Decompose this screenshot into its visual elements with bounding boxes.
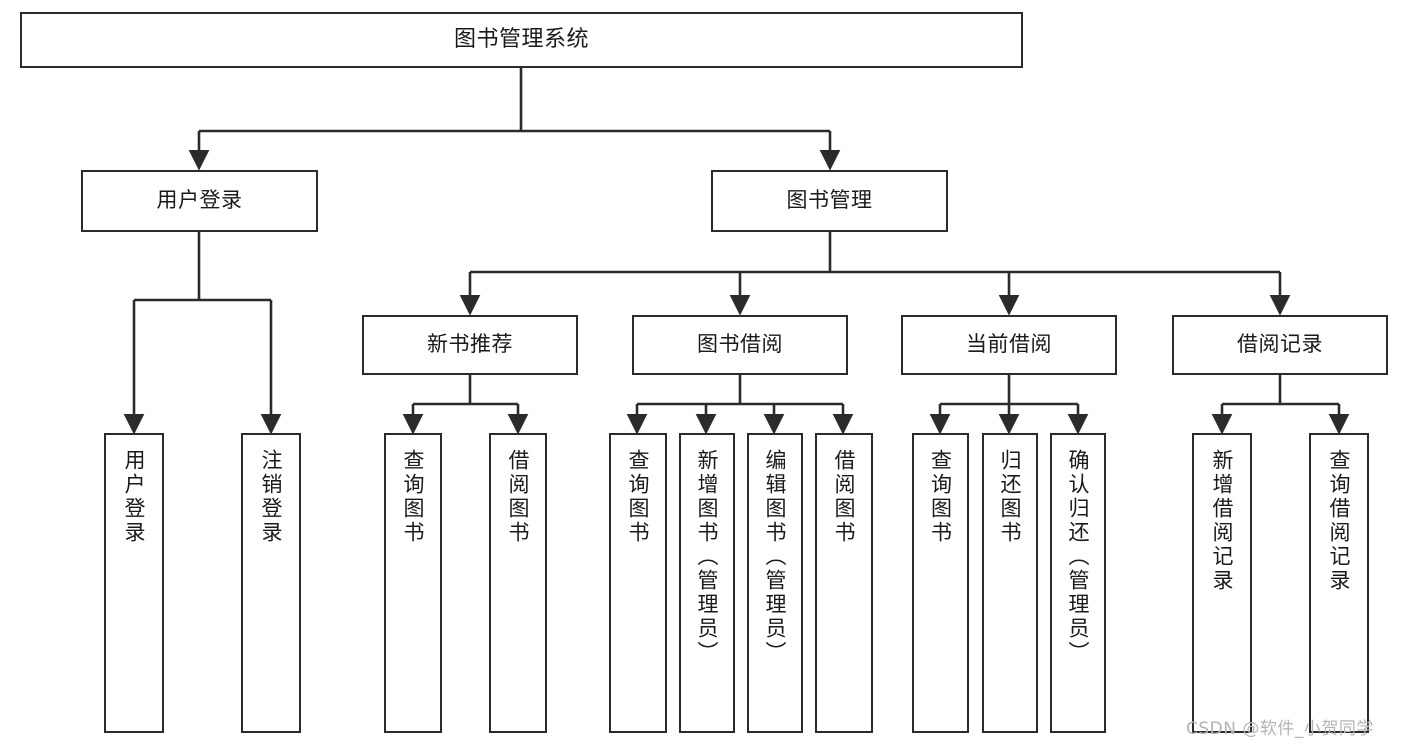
node-leaf-query-borrow-record-label: 查询借阅记录 xyxy=(1327,449,1352,593)
node-borrow-records[interactable]: 借阅记录 xyxy=(1172,315,1388,375)
node-leaf-query-book-b-label: 查询图书 xyxy=(626,449,651,545)
watermark: CSDN @软件_小贺同学 xyxy=(1186,719,1374,739)
node-leaf-add-book-admin[interactable]: 新增图书（管理员） xyxy=(679,433,735,733)
node-root-label: 图书管理系统 xyxy=(453,26,589,52)
node-leaf-borrow-book-a-label: 借阅图书 xyxy=(506,449,531,545)
node-leaf-edit-book-admin[interactable]: 编辑图书（管理员） xyxy=(747,433,803,733)
node-book-management-label: 图书管理 xyxy=(786,188,873,213)
node-book-borrow-label: 图书借阅 xyxy=(697,332,783,357)
node-leaf-return-book[interactable]: 归还图书 xyxy=(982,433,1038,733)
node-new-book-recommend[interactable]: 新书推荐 xyxy=(362,315,578,375)
node-leaf-query-book-b[interactable]: 查询图书 xyxy=(609,433,667,733)
node-leaf-logout-label: 注销登录 xyxy=(259,449,284,545)
node-leaf-add-borrow-record-label: 新增借阅记录 xyxy=(1210,449,1235,593)
node-leaf-confirm-return-admin-label: 确认归还（管理员） xyxy=(1066,449,1091,665)
node-leaf-query-borrow-record[interactable]: 查询借阅记录 xyxy=(1309,433,1369,733)
node-user-login-label: 用户登录 xyxy=(156,188,243,213)
node-leaf-add-book-admin-label: 新增图书（管理员） xyxy=(695,449,720,665)
node-leaf-query-book-c-label: 查询图书 xyxy=(928,449,953,545)
node-book-borrow[interactable]: 图书借阅 xyxy=(632,315,848,375)
node-leaf-query-book-a-label: 查询图书 xyxy=(401,449,426,545)
node-leaf-return-book-label: 归还图书 xyxy=(998,449,1023,545)
node-leaf-user-login-label: 用户登录 xyxy=(122,449,147,545)
node-leaf-borrow-book-a[interactable]: 借阅图书 xyxy=(489,433,547,733)
node-leaf-add-borrow-record[interactable]: 新增借阅记录 xyxy=(1192,433,1252,733)
node-book-management[interactable]: 图书管理 xyxy=(711,170,948,232)
node-leaf-query-book-c[interactable]: 查询图书 xyxy=(912,433,969,733)
node-leaf-query-book-a[interactable]: 查询图书 xyxy=(384,433,442,733)
node-current-borrow[interactable]: 当前借阅 xyxy=(901,315,1117,375)
node-new-book-recommend-label: 新书推荐 xyxy=(427,332,513,357)
node-current-borrow-label: 当前借阅 xyxy=(966,332,1052,357)
node-leaf-logout[interactable]: 注销登录 xyxy=(241,433,301,733)
node-user-login[interactable]: 用户登录 xyxy=(81,170,318,232)
node-borrow-records-label: 借阅记录 xyxy=(1237,332,1323,357)
node-leaf-confirm-return-admin[interactable]: 确认归还（管理员） xyxy=(1050,433,1106,733)
node-leaf-user-login[interactable]: 用户登录 xyxy=(104,433,164,733)
node-root[interactable]: 图书管理系统 xyxy=(20,12,1023,68)
node-leaf-borrow-book-b[interactable]: 借阅图书 xyxy=(815,433,873,733)
node-leaf-borrow-book-b-label: 借阅图书 xyxy=(832,449,857,545)
node-leaf-edit-book-admin-label: 编辑图书（管理员） xyxy=(763,449,788,665)
